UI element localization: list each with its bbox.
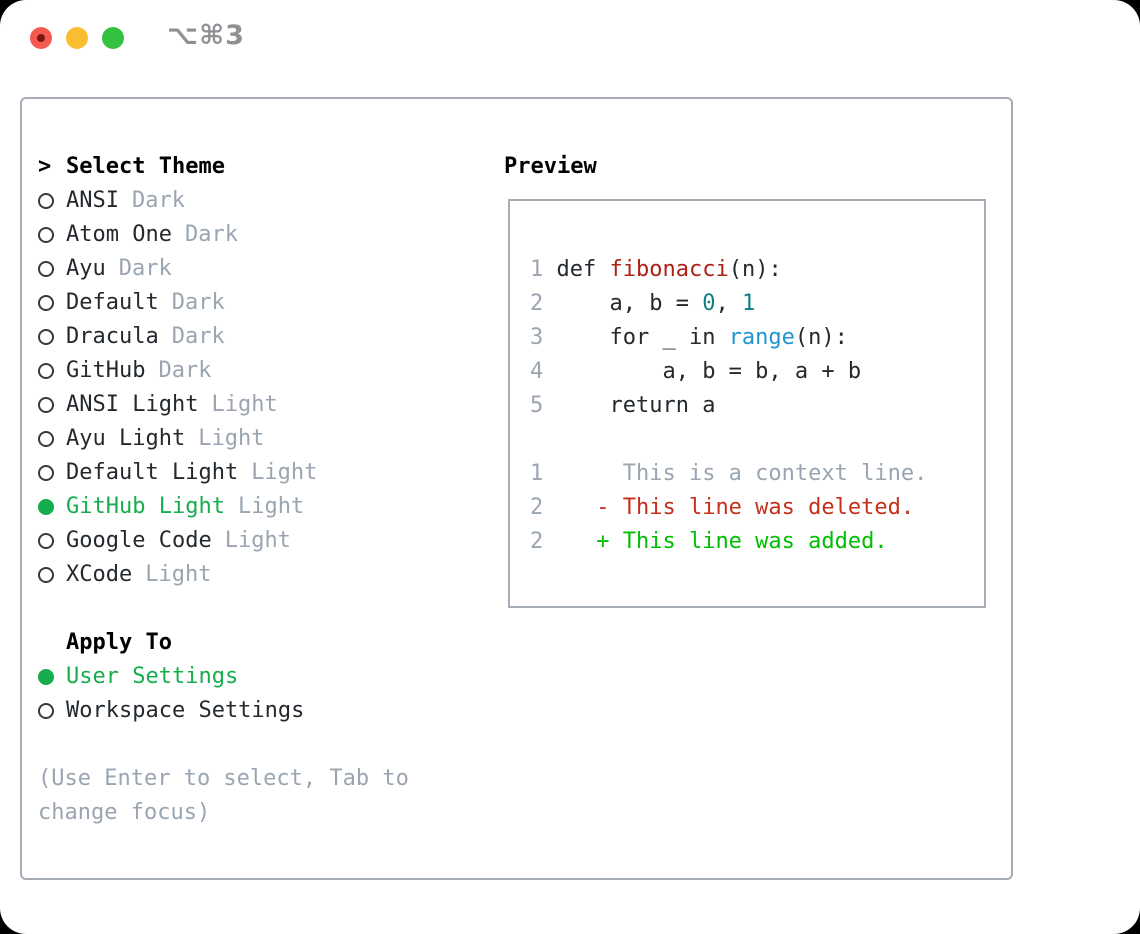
option-variant-label: Light	[224, 528, 291, 553]
option-label: GitHub Light	[66, 494, 225, 519]
option-label: Default Light	[66, 460, 239, 485]
theme-option[interactable]: Atom One Dark	[38, 218, 409, 252]
option-label: Dracula	[66, 324, 159, 349]
hint-line: (Use Enter to select, Tab to	[38, 766, 409, 791]
radio-selected-icon	[38, 669, 54, 685]
radio-icon	[38, 703, 54, 719]
code-line: 2 - This line was deleted.	[530, 495, 915, 520]
option-variant-label: Light	[237, 494, 305, 519]
option-variant-label: Light	[211, 392, 278, 417]
titlebar: ⌥⌘3	[0, 0, 1140, 76]
option-label: ANSI Light	[66, 392, 199, 417]
option-label: Default	[66, 290, 159, 315]
spacer-row	[38, 592, 409, 626]
option-label: Google Code	[66, 528, 212, 553]
option-label: Ayu Light	[66, 426, 186, 451]
apply-to-option[interactable]: User Settings	[38, 660, 409, 694]
keyboard-hint: (Use Enter to select, Tab to change focus…	[38, 762, 409, 830]
radio-icon	[38, 329, 54, 345]
radio-icon	[38, 567, 54, 583]
theme-option[interactable]: XCode Light	[38, 558, 409, 592]
theme-option[interactable]: GitHub Dark	[38, 354, 409, 388]
apply-to-header: Apply To	[38, 626, 409, 660]
preview-title: Preview	[504, 154, 597, 179]
select-theme-title: Select Theme	[66, 154, 225, 179]
theme-option[interactable]: Default Dark	[38, 286, 409, 320]
option-label: Atom One	[66, 222, 172, 247]
option-variant-label: Dark	[131, 188, 185, 213]
radio-icon	[38, 295, 54, 311]
code-line: 3 for _ in range(n):	[530, 325, 848, 350]
option-label: XCode	[66, 562, 133, 587]
radio-selected-icon	[38, 499, 54, 515]
code-line: 2 + This line was added.	[530, 529, 888, 554]
spacer-row	[38, 728, 409, 762]
theme-option[interactable]: Google Code Light	[38, 524, 409, 558]
option-variant-label: Dark	[184, 222, 238, 247]
option-variant-label: Dark	[171, 324, 225, 349]
radio-icon	[38, 431, 54, 447]
code-line	[530, 423, 927, 457]
prompt-icon: >	[38, 154, 52, 179]
theme-option[interactable]: ANSI Light Light	[38, 388, 409, 422]
code-line: 2 a, b = 0, 1	[530, 291, 756, 316]
option-label: Workspace Settings	[66, 698, 305, 723]
code-preview: 1 def fibonacci(n): 2 a, b = 0, 1 3 for _ …	[530, 253, 927, 559]
select-theme-header: > Select Theme	[38, 150, 409, 184]
option-label: User Settings	[66, 664, 239, 689]
code-line: 1 def fibonacci(n):	[530, 257, 782, 282]
option-label: Ayu	[66, 256, 106, 281]
theme-option[interactable]: Ayu Light Light	[38, 422, 409, 456]
option-variant-label: Light	[251, 460, 318, 485]
theme-option[interactable]: Dracula Dark	[38, 320, 409, 354]
radio-icon	[38, 397, 54, 413]
minimize-button[interactable]	[66, 27, 88, 49]
radio-icon	[38, 533, 54, 549]
code-line: 5 return a	[530, 393, 716, 418]
option-variant-label: Light	[145, 562, 212, 587]
option-variant-label: Light	[198, 426, 265, 451]
apply-to-option[interactable]: Workspace Settings	[38, 694, 409, 728]
radio-icon	[38, 465, 54, 481]
apply-to-title: Apply To	[66, 630, 172, 655]
code-line: 4 a, b = b, a + b	[530, 359, 862, 384]
close-button[interactable]	[30, 27, 52, 49]
theme-option[interactable]: Ayu Dark	[38, 252, 409, 286]
theme-option[interactable]: ANSI Dark	[38, 184, 409, 218]
code-line: 1 This is a context line.	[530, 461, 928, 486]
option-label: ANSI	[66, 188, 119, 213]
option-variant-label: Dark	[118, 256, 172, 281]
option-variant-label: Dark	[171, 290, 225, 315]
radio-icon	[38, 363, 54, 379]
radio-icon	[38, 227, 54, 243]
radio-icon	[38, 261, 54, 277]
preview-box: 1 def fibonacci(n): 2 a, b = 0, 1 3 for _ …	[508, 199, 986, 608]
theme-option[interactable]: GitHub Light Light	[38, 490, 409, 524]
theme-option[interactable]: Default Light Light	[38, 456, 409, 490]
radio-icon	[38, 193, 54, 209]
option-label: GitHub	[66, 358, 146, 383]
hint-line: change focus)	[38, 800, 211, 825]
window-title: ⌥⌘3	[167, 20, 245, 51]
zoom-button[interactable]	[102, 27, 124, 49]
option-variant-label: Dark	[158, 358, 212, 383]
